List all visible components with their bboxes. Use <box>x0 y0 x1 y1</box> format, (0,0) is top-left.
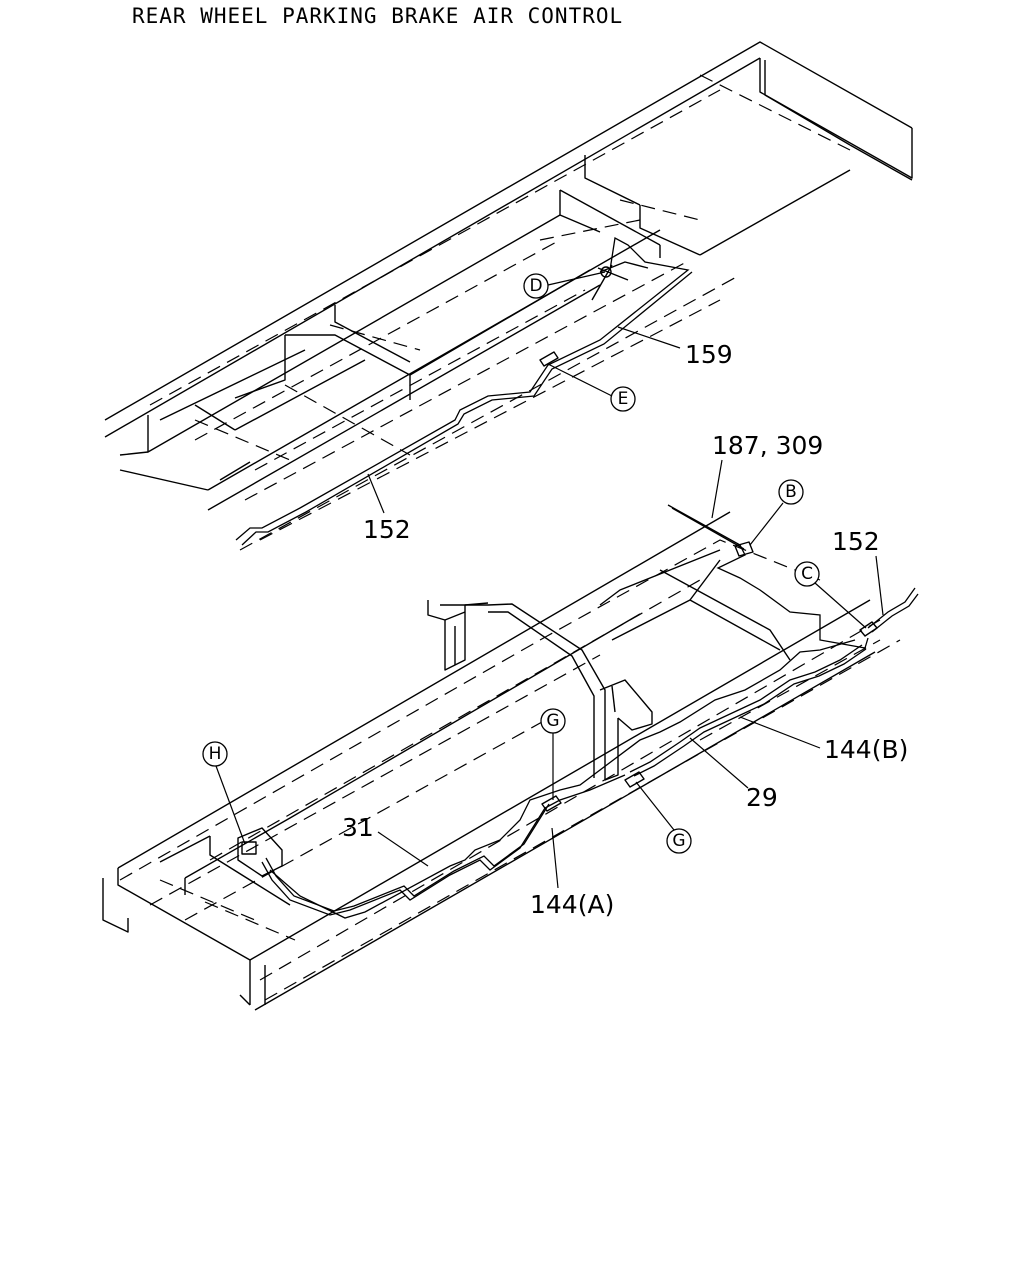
part-label-31: 31 <box>342 813 374 842</box>
callout-c: C <box>801 564 813 584</box>
callout-g-left-bubble <box>540 708 566 734</box>
lower-brake-pipes <box>261 504 919 919</box>
part-label-152-upper: 152 <box>363 515 411 544</box>
callout-d-bubble <box>523 273 549 299</box>
part-label-144a: 144(A) <box>530 890 614 919</box>
callout-g-left: G <box>546 711 559 731</box>
callout-g-right: G <box>672 831 685 851</box>
part-label-187-309: 187, 309 <box>712 431 823 460</box>
callout-c-bubble <box>794 561 820 587</box>
callout-h-bubble <box>202 741 228 767</box>
part-label-144b: 144(B) <box>824 735 908 764</box>
part-label-159: 159 <box>685 340 733 369</box>
callout-b-bubble <box>778 479 804 505</box>
upper-callouts: D E 159 152 <box>363 271 733 544</box>
diagram-title: REAR WHEEL PARKING BRAKE AIR CONTROL <box>132 4 624 28</box>
callout-h: H <box>209 744 222 764</box>
part-label-29: 29 <box>746 783 778 812</box>
upper-brake-pipe <box>235 236 693 546</box>
callout-g-right-bubble <box>666 828 692 854</box>
callout-d: D <box>529 276 542 296</box>
callout-e: E <box>618 389 629 409</box>
callout-e-bubble <box>610 386 636 412</box>
part-label-152-lower: 152 <box>832 527 880 556</box>
lower-frame-assembly <box>102 511 901 1011</box>
callout-b: B <box>785 482 797 502</box>
lower-callouts: 187, 309 B C 152 144(B) 29 G G H 31 144(… <box>202 431 908 919</box>
upper-frame-assembly <box>104 41 913 551</box>
